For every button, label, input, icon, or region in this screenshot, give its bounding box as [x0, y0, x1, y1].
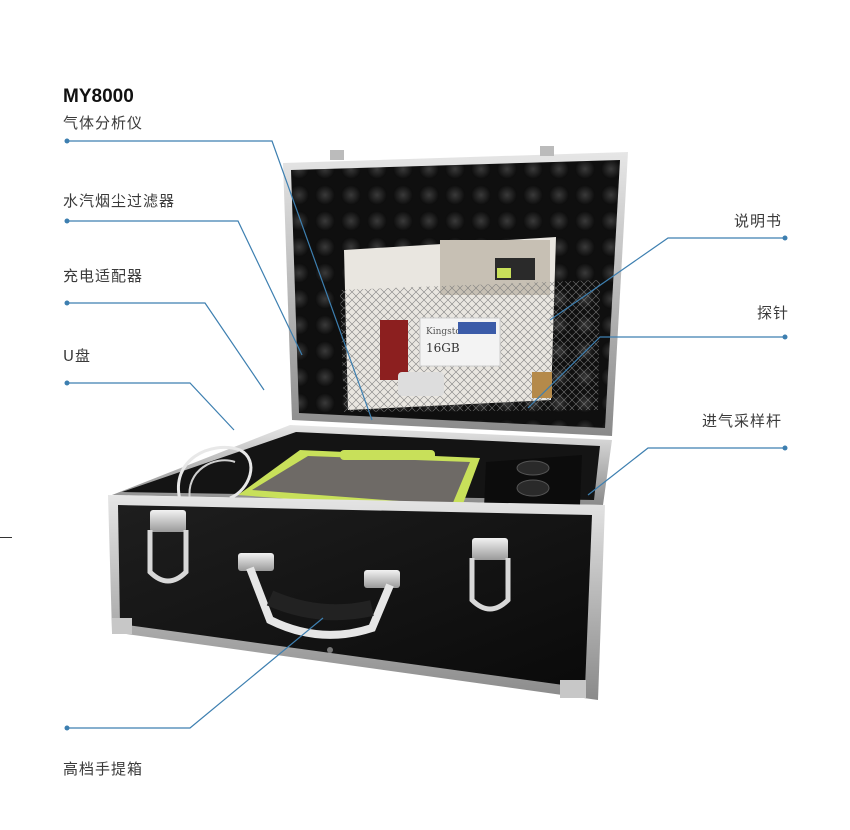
- label-usb: U盘: [63, 347, 91, 365]
- case-lid: Kingston 16GB: [283, 146, 628, 436]
- label-probe: 探针: [757, 304, 790, 322]
- usb-stick: [398, 372, 444, 396]
- product-name: 气体分析仪: [63, 114, 144, 132]
- filter-hose: [176, 445, 253, 501]
- label-charger: 充电适配器: [63, 267, 144, 285]
- charger-item: [380, 320, 408, 380]
- svg-text:16GB: 16GB: [426, 341, 460, 355]
- latch-right[interactable]: [469, 538, 511, 612]
- leader-lines: [67, 140, 785, 729]
- leader-dots: [64, 138, 788, 731]
- label-filter: 水汽烟尘过滤器: [63, 192, 176, 210]
- label-intake-rod: 进气采样杆: [702, 412, 783, 430]
- latch-left[interactable]: [147, 510, 189, 584]
- probe-item: [532, 372, 552, 398]
- label-manual: 说明书: [734, 212, 783, 230]
- carry-handle[interactable]: [238, 553, 400, 639]
- case-base-interior: [112, 425, 612, 512]
- svg-text:Kingston: Kingston: [426, 327, 467, 337]
- label-case: 高档手提箱: [63, 760, 144, 778]
- product-model: MY8000: [63, 86, 134, 107]
- margin-tick: [0, 537, 12, 538]
- case-base-front: [108, 495, 605, 700]
